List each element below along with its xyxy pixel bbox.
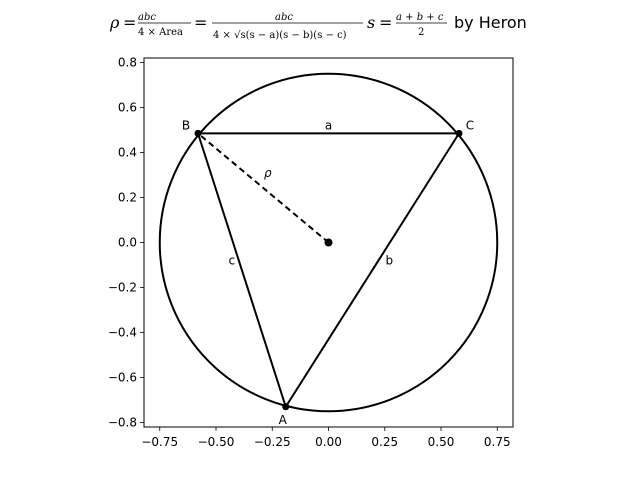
x-tick-label: 0.00 (315, 435, 342, 449)
vertex-label-c: C (466, 118, 474, 132)
side-label-a: a (325, 119, 332, 133)
radius-label: ρ (264, 166, 272, 180)
y-tick-label: −0.2 (108, 281, 137, 295)
title-frac2-numerator: abc (275, 12, 293, 23)
side-label-c: c (228, 254, 235, 268)
vertex-point-a (282, 403, 290, 411)
x-tick-label: −0.50 (198, 435, 235, 449)
x-tick-label: 0.50 (428, 435, 455, 449)
side-c-line (197, 133, 287, 408)
x-tick-label: 0.75 (484, 435, 511, 449)
y-tick-label: −0.8 (108, 416, 137, 430)
title-frac3-denominator: 2 (418, 27, 424, 38)
title-frac1-denominator: 4 × Area (138, 27, 183, 38)
side-b-line (284, 132, 460, 408)
vertex-point-c (455, 129, 463, 137)
y-tick-label: 0.2 (118, 191, 137, 205)
y-tick-label: 0.8 (118, 56, 137, 70)
x-tick-label: 0.25 (371, 435, 398, 449)
title-equals-2: = (194, 13, 207, 32)
title-s: s (367, 13, 375, 32)
y-tick-label: −0.6 (108, 371, 137, 385)
vertex-label-a: A (279, 413, 288, 427)
y-tick-label: 0.0 (118, 236, 137, 250)
y-tick-label: −0.4 (108, 326, 137, 340)
title-frac2-denominator: 4 × √s(s − a)(s − b)(s − c) (213, 30, 347, 41)
title-equals-3: = (379, 13, 392, 32)
title-rho: ρ (109, 13, 120, 32)
vertex-point-b (194, 129, 202, 137)
title-equals-1: = (123, 13, 136, 32)
x-tick-label: −0.25 (254, 435, 291, 449)
y-axis: −0.8 −0.6 −0.4 −0.2 0.0 0.2 0.4 0.6 0.8 (108, 56, 144, 430)
title-suffix: by Heron (454, 13, 527, 32)
vertex-label-b: B (182, 118, 190, 132)
title-frac1-numerator: abc (138, 12, 156, 23)
side-label-b: b (385, 254, 393, 268)
radius-dashed-line (197, 132, 330, 244)
plot-area: A B Ca b c ρ (158, 72, 499, 427)
chart-title: ρ = abc 4 × Area = abc 4 × √s(s − a)(s −… (109, 12, 527, 41)
circumcenter-point (324, 238, 333, 247)
y-tick-label: 0.6 (118, 101, 137, 115)
y-tick-label: 0.4 (118, 146, 137, 160)
circumcircle (158, 72, 499, 413)
title-frac3-numerator: a + b + c (396, 12, 444, 23)
x-tick-label: −0.75 (141, 435, 178, 449)
x-axis: −0.75 −0.50 −0.25 0.00 0.25 0.50 0.75 (141, 427, 511, 449)
